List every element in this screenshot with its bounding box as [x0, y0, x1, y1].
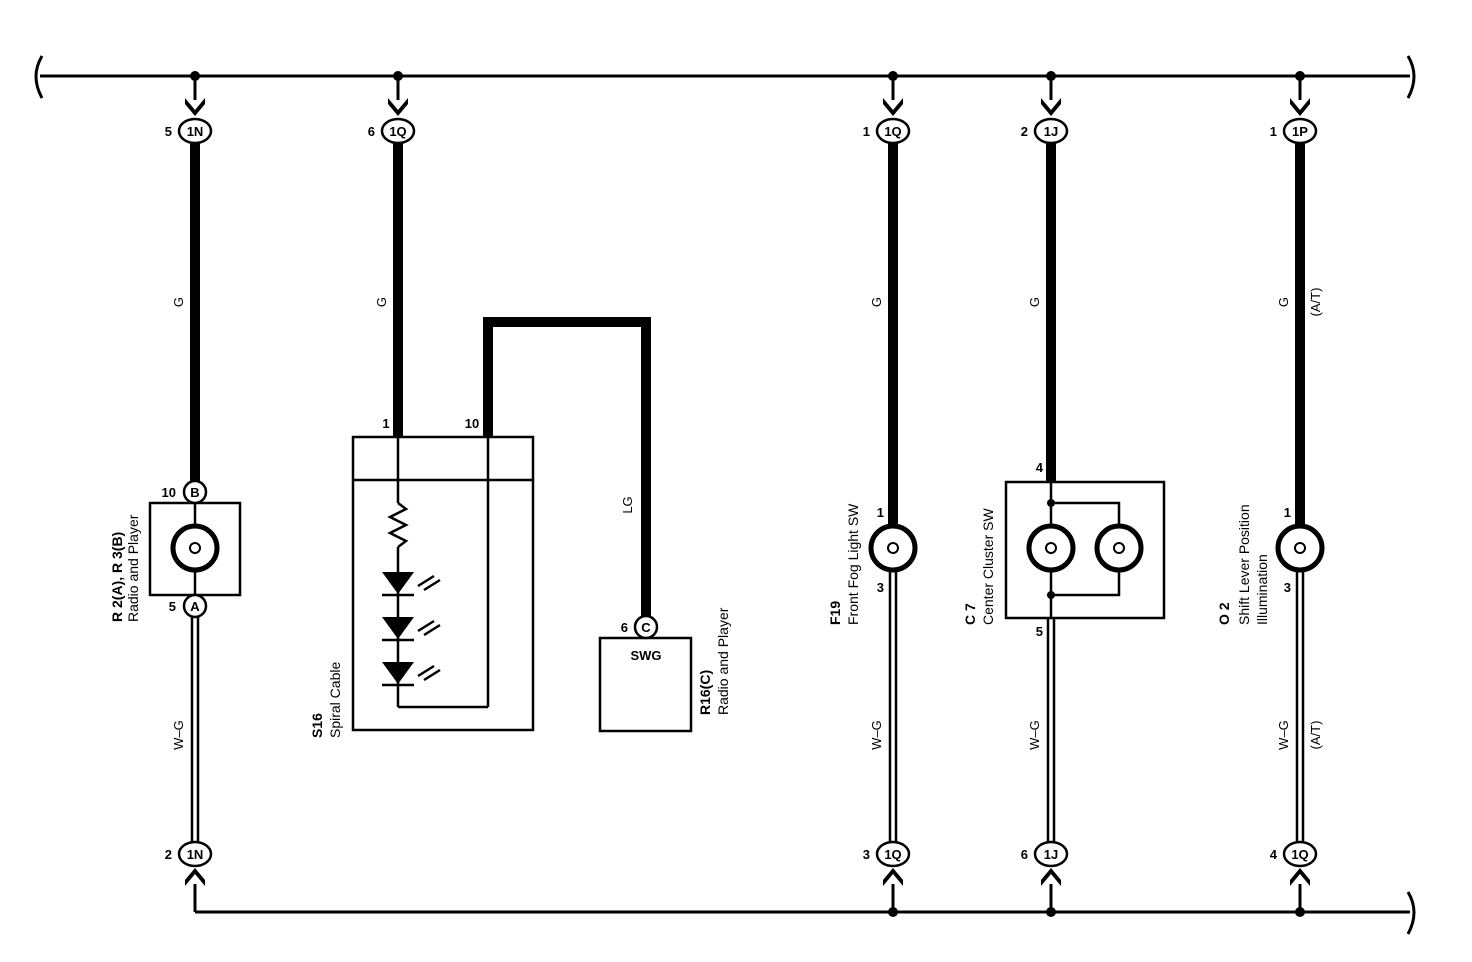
- bulb-icon: [1026, 523, 1076, 573]
- connector-bottom-1j: 1J 6: [1021, 840, 1069, 912]
- connector-top-1n: 1N 5: [165, 76, 213, 145]
- wire-g-col4: G: [1027, 143, 1056, 482]
- connector-bottom-1q-a: 1Q 3: [863, 840, 911, 912]
- connector-name: 1J: [1044, 124, 1058, 139]
- svg-text:1: 1: [1284, 505, 1291, 520]
- connector-pin: 2: [165, 847, 172, 862]
- component-name: Front Fog Light SW: [845, 503, 861, 625]
- connector-name: 1Q: [884, 124, 901, 139]
- wire-color-label: G: [1276, 297, 1291, 307]
- wire-color-label: LG: [620, 496, 635, 513]
- led-icon: [382, 617, 441, 642]
- wire-wg-col5: W–G (A/T): [1276, 570, 1323, 842]
- connector-name: 1P: [1292, 124, 1308, 139]
- component-radio-ab: B 10 A 5 R 2(A), R 3(B) Radio and Player: [109, 479, 242, 622]
- component-name: Radio and Player: [125, 514, 141, 622]
- svg-text:5: 5: [1036, 624, 1043, 639]
- svg-text:10: 10: [465, 416, 479, 431]
- wire-wg-col3: W–G: [869, 570, 898, 842]
- wire-g-col1: G: [171, 143, 200, 482]
- svg-text:4: 4: [1036, 460, 1044, 475]
- connector-pin: 2: [1021, 124, 1028, 139]
- component-name-line2: Illumination: [1254, 554, 1270, 625]
- wire-variant-label: (A/T): [1308, 721, 1323, 750]
- component-name: Spiral Cable: [327, 662, 343, 738]
- component-code: S16: [309, 713, 325, 738]
- svg-text:5: 5: [169, 599, 176, 614]
- wire-g-col5: G (A/T): [1276, 143, 1323, 525]
- wire-wg-col4: W–G: [1027, 618, 1056, 842]
- led-icon: [382, 572, 441, 597]
- connector-pin: 1: [863, 124, 870, 139]
- connector-top-1p: 1P 1: [1270, 76, 1318, 145]
- connector-name: 1N: [187, 124, 204, 139]
- bulb-icon: [1275, 523, 1325, 573]
- connector-pin: 6: [368, 124, 375, 139]
- connector-pin: 3: [863, 847, 870, 862]
- svg-text:3: 3: [877, 580, 884, 595]
- component-code: F19: [827, 601, 843, 625]
- svg-text:A: A: [190, 599, 200, 614]
- top-bus: [34, 55, 1416, 99]
- component-name: Center Cluster SW: [980, 508, 996, 625]
- connector-name: 1J: [1044, 847, 1058, 862]
- connector-top-1q-b: 1Q 1: [863, 76, 911, 145]
- wire-color-label: W–G: [171, 720, 186, 750]
- wire-variant-label: (A/T): [1308, 288, 1323, 317]
- svg-text:6: 6: [621, 620, 628, 635]
- svg-text:1: 1: [877, 505, 884, 520]
- component-spiral-cable: 1 10 S16 Spiral Cable: [309, 416, 535, 738]
- component-code: O 2: [1216, 602, 1232, 625]
- wire-color-label: G: [869, 297, 884, 307]
- bulb-icon: [170, 523, 220, 573]
- wire-color-label: W–G: [869, 720, 884, 750]
- wire-wg-col1: W–G: [171, 617, 200, 842]
- connector-pin: 1: [1270, 124, 1277, 139]
- terminal-label: SWG: [630, 648, 661, 663]
- connector-pin: 4: [1270, 847, 1278, 862]
- component-code: R 2(A), R 3(B): [109, 532, 125, 622]
- bottom-bus: [195, 891, 1416, 935]
- wire-color-label: W–G: [1276, 720, 1291, 750]
- component-radio-c: C 6 SWG R16(C) Radio and Player: [598, 607, 731, 733]
- wire-color-label: G: [171, 297, 186, 307]
- connector-top-1q-a: 1Q 6: [368, 76, 416, 145]
- wire-color-label: G: [374, 297, 389, 307]
- svg-text:3: 3: [1284, 580, 1291, 595]
- component-name: Radio and Player: [715, 607, 731, 715]
- svg-text:10: 10: [162, 485, 176, 500]
- component-name: Shift Lever Position: [1236, 504, 1252, 625]
- component-shift-lever-illumination: 1 3 O 2 Shift Lever Position Illuminatio…: [1216, 504, 1325, 625]
- connector-top-1j: 1J 2: [1021, 76, 1069, 145]
- wire-g-col3: G: [869, 143, 898, 525]
- resistor-icon: [387, 502, 409, 548]
- connector-name: 1Q: [884, 847, 901, 862]
- svg-text:1: 1: [382, 416, 389, 431]
- bulb-icon: [1094, 523, 1144, 573]
- bulb-icon: [868, 523, 918, 573]
- connector-pin: 6: [1021, 847, 1028, 862]
- component-code: C 7: [962, 603, 978, 625]
- connector-name: 1Q: [1291, 847, 1308, 862]
- connector-name: 1Q: [389, 124, 406, 139]
- component-fog-light-sw: 1 3 F19 Front Fog Light SW: [827, 503, 918, 625]
- connector-name: 1N: [187, 847, 204, 862]
- connector-bottom-1q-b: 1Q 4: [1270, 840, 1318, 912]
- component-center-cluster-sw: 4 5 C 7 Center Cluster SW: [962, 460, 1166, 639]
- wire-g-col2: G: [374, 143, 403, 437]
- connector-bottom-1n: 1N 2: [165, 840, 213, 912]
- svg-text:B: B: [190, 485, 199, 500]
- connector-pin: 5: [165, 124, 172, 139]
- led-icon: [382, 662, 441, 687]
- wire-color-label: W–G: [1027, 720, 1042, 750]
- component-code: R16(C): [697, 670, 713, 715]
- svg-text:C: C: [641, 620, 651, 635]
- wire-color-label: G: [1027, 297, 1042, 307]
- wire-lg-loop: LG: [483, 317, 651, 616]
